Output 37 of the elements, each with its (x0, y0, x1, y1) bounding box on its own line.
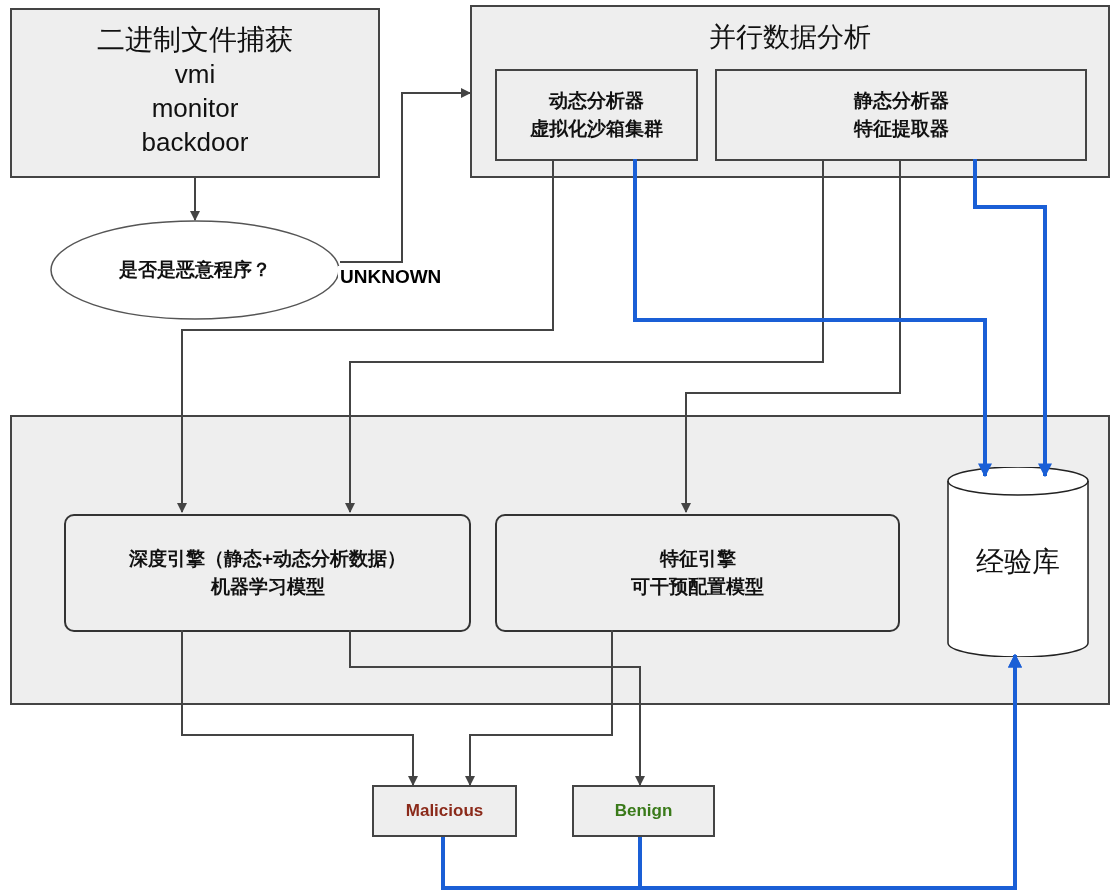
analyzer-box (495, 69, 698, 161)
engine-box (495, 514, 900, 632)
box-title: 静态分析器 (853, 89, 949, 114)
box-text: backdoor (141, 126, 249, 159)
box-title: 是否是恶意程序？ (119, 258, 271, 282)
box-text: 虚拟化沙箱集群 (530, 117, 663, 141)
result-box (372, 785, 517, 837)
arrow (638, 653, 1022, 890)
engine-box (64, 514, 471, 632)
box-title: 并行数据分析 (709, 21, 871, 54)
engine-panel (10, 415, 1110, 705)
box-text: 可干预配置模型 (631, 575, 764, 599)
arrow (633, 159, 992, 478)
box-title: Benign (614, 800, 673, 822)
box-title: 经验库 (976, 545, 1060, 579)
arrow (973, 159, 1052, 478)
analyzer-box (715, 69, 1087, 161)
box-title: Malicious (405, 800, 484, 822)
box-text: 机器学习模型 (210, 575, 325, 599)
box-title: 二进制文件捕获 (97, 23, 293, 57)
result-box (572, 785, 715, 837)
box-text: vmi (174, 58, 216, 92)
box-text: 特征提取器 (853, 117, 949, 141)
arrow (681, 158, 901, 513)
arrow (339, 88, 471, 263)
capture-box (10, 8, 380, 178)
arrow (349, 629, 645, 786)
analysis-panel (470, 5, 1110, 178)
box-title: 深度引擎（静态+动态分析数据） (128, 546, 407, 571)
arrow (465, 629, 613, 786)
box-text: monitor (151, 92, 239, 126)
arrow (190, 177, 200, 221)
arrow (181, 629, 418, 786)
box-title: 特征引擎 (659, 546, 736, 571)
arrow (345, 158, 824, 513)
box-title: 动态分析器 (549, 89, 644, 114)
arrow (177, 158, 554, 513)
